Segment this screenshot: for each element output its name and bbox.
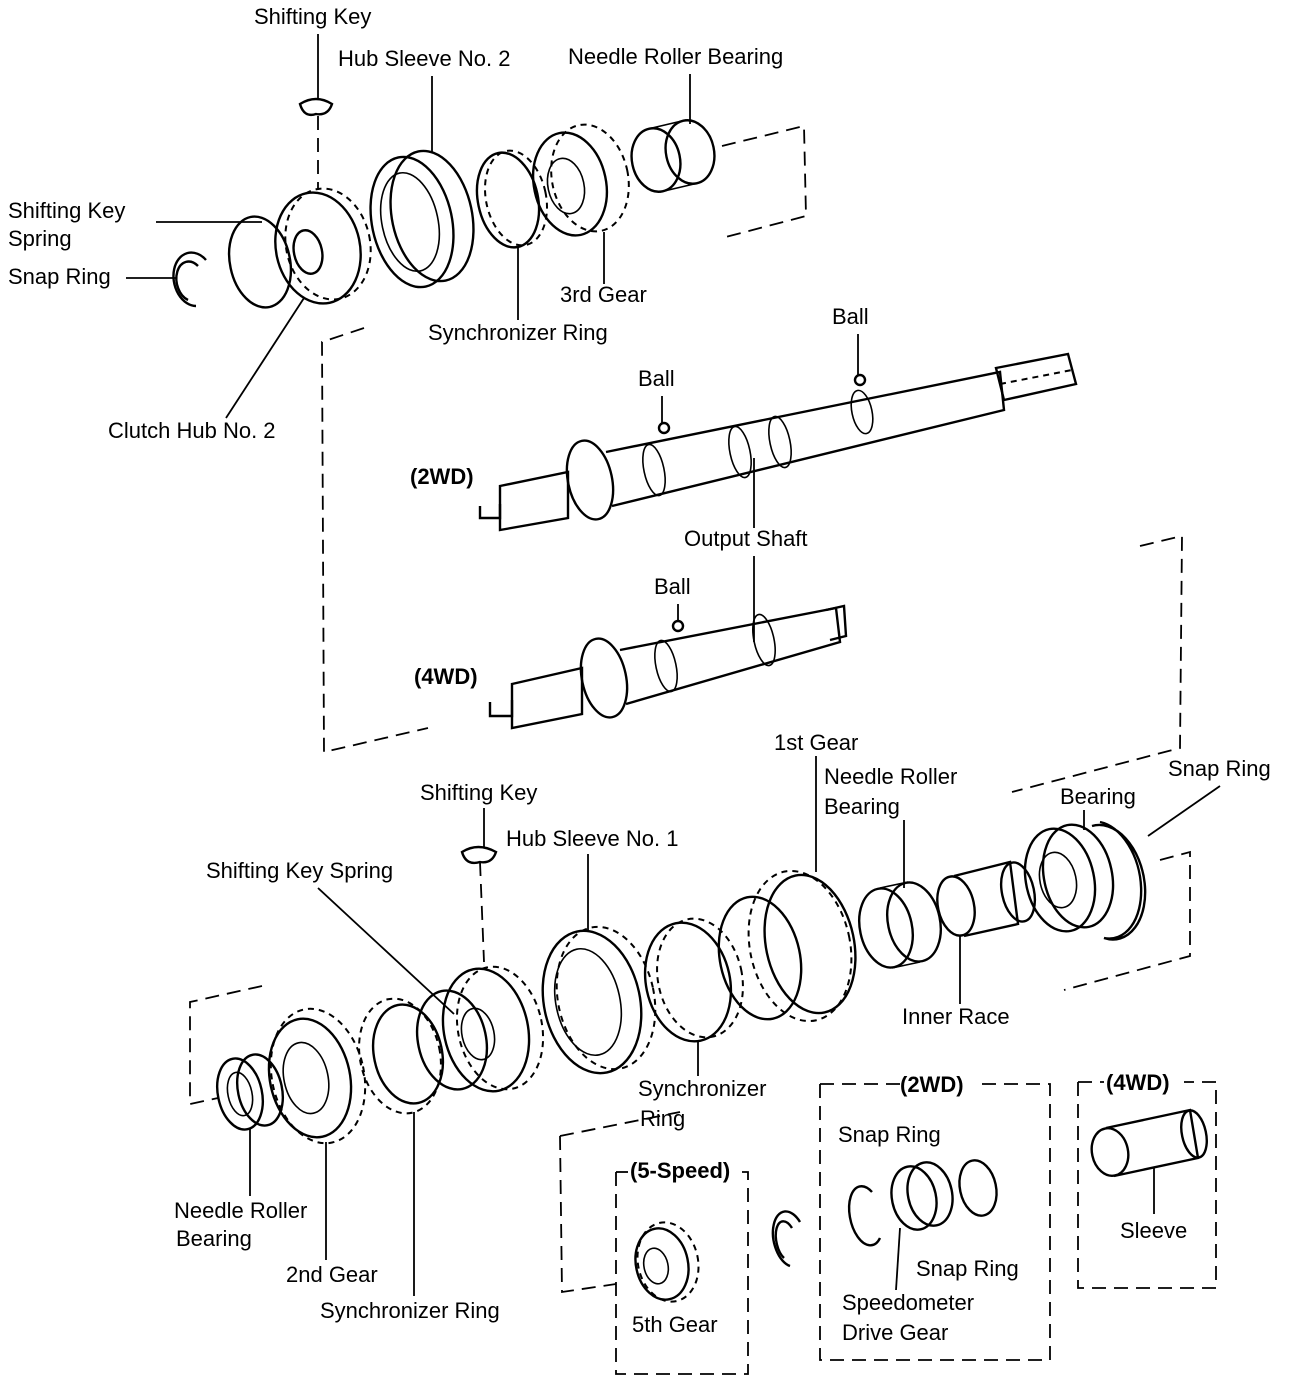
hub-sleeve-no2-part [369, 149, 475, 289]
bottom-gear-assembly [189, 820, 1191, 1145]
label-ball-2: Ball [638, 366, 675, 391]
five-speed-box [615, 1171, 749, 1375]
speedometer-drive-gear-part [890, 1161, 954, 1231]
label-bearing: Bearing [1060, 784, 1136, 809]
synchronizer-ring-bottom-part [358, 997, 445, 1115]
snap-ring-2wd-a-part [847, 1185, 882, 1247]
label-variant-4wd-box: (4WD) [1106, 1070, 1170, 1095]
top-gear-assembly [172, 97, 807, 309]
bracket-right-shafts [1011, 534, 1183, 793]
second-gear-part [267, 1007, 367, 1145]
label-synchronizer-ring-bottom: Synchronizer Ring [320, 1298, 500, 1323]
shifting-key-bottom-part [460, 845, 498, 865]
synchronizer-ring-top-part [475, 149, 548, 249]
leader-lines [126, 34, 1221, 1296]
label-ball-1: Ball [832, 304, 869, 329]
ball-2wd-b [853, 373, 867, 387]
label-clutch-hub-no2: Clutch Hub No. 2 [108, 418, 276, 443]
label-synchronizer-ring-mid-2: Ring [640, 1106, 685, 1131]
label-output-shaft: Output Shaft [684, 526, 808, 551]
label-inner-race: Inner Race [902, 1004, 1010, 1029]
label-variant-5speed: (5-Speed) [630, 1158, 730, 1183]
shifting-key-spring-top-part [227, 215, 293, 309]
label-sleeve: Sleeve [1120, 1218, 1187, 1243]
label-variant-4wd-shaft: (4WD) [414, 664, 478, 689]
label-variant-2wd-shaft: (2WD) [410, 464, 474, 489]
first-gear-part [717, 869, 857, 1023]
inner-race-part [936, 860, 1037, 938]
label-shifting-key-bottom: Shifting Key [420, 780, 537, 805]
snap-ring-right-part [1091, 820, 1147, 941]
ball-2wd-a [657, 421, 671, 435]
output-shaft-4wd-part [488, 604, 848, 730]
label-shifting-key-spring-top-2: Spring [8, 226, 72, 251]
label-hub-sleeve-no2: Hub Sleeve No. 2 [338, 46, 510, 71]
label-second-gear: 2nd Gear [286, 1262, 378, 1287]
label-shifting-key-top: Shifting Key [254, 4, 371, 29]
label-shifting-key-spring-top-1: Shifting Key [8, 198, 125, 223]
needle-roller-bearing-mid-part [858, 881, 942, 969]
fifth-gear-part [634, 1221, 700, 1303]
ball-4wd [671, 619, 685, 633]
label-speedometer-drive-gear-2: Drive Gear [842, 1320, 948, 1345]
labels: Shifting Key Hub Sleeve No. 2 Needle Rol… [8, 4, 1271, 1345]
label-snap-ring-right: Snap Ring [1168, 756, 1271, 781]
bracket-right-bottom [1063, 850, 1191, 991]
label-synchronizer-ring-mid-1: Synchronizer [638, 1076, 766, 1101]
hub-sleeve-no1-part [441, 925, 657, 1093]
label-fifth-gear: 5th Gear [632, 1312, 718, 1337]
sleeve-part [1090, 1108, 1208, 1178]
label-variant-2wd-box: (2WD) [900, 1072, 964, 1097]
label-synchronizer-ring-top: Synchronizer Ring [428, 320, 608, 345]
shifting-key-spring-bottom-part [415, 989, 489, 1091]
bearing-part [1023, 823, 1115, 933]
shifting-key-top-part [298, 97, 334, 117]
label-third-gear: 3rd Gear [560, 282, 647, 307]
label-first-gear: 1st Gear [774, 730, 858, 755]
box-4wd [1077, 1081, 1217, 1289]
label-snap-ring-2wd-1: Snap Ring [838, 1122, 941, 1147]
label-needle-roller-bearing-mid-1: Needle Roller [824, 764, 957, 789]
needle-roller-bearing-bottom-part [216, 1053, 284, 1131]
bracket-5speed-top [559, 1111, 681, 1137]
label-needle-roller-bearing-bottom-1: Needle Roller [174, 1198, 307, 1223]
label-hub-sleeve-no1: Hub Sleeve No. 1 [506, 826, 678, 851]
label-needle-roller-bearing-mid-2: Bearing [824, 794, 900, 819]
label-speedometer-drive-gear-1: Speedometer [842, 1290, 974, 1315]
label-needle-roller-bearing-bottom-2: Bearing [176, 1226, 252, 1251]
snap-ring-loose-part [771, 1210, 802, 1268]
label-needle-roller-bearing-top: Needle Roller Bearing [568, 44, 783, 69]
synchronizer-ring-mid-part [643, 917, 744, 1043]
snap-ring-top-part [172, 251, 207, 308]
output-shaft-2wd-part [478, 352, 1078, 532]
label-snap-ring-2wd-2: Snap Ring [916, 1256, 1019, 1281]
third-gear-part [531, 123, 630, 237]
needle-roller-bearing-top-part [630, 119, 716, 193]
bracket-left-shafts [321, 327, 429, 754]
snap-ring-2wd-b-part [958, 1159, 998, 1217]
clutch-hub-no2-part [274, 187, 372, 305]
label-ball-3: Ball [654, 574, 691, 599]
label-shifting-key-spring-bottom: Shifting Key Spring [206, 858, 393, 883]
label-snap-ring-top: Snap Ring [8, 264, 111, 289]
box-2wd [819, 1083, 1051, 1361]
